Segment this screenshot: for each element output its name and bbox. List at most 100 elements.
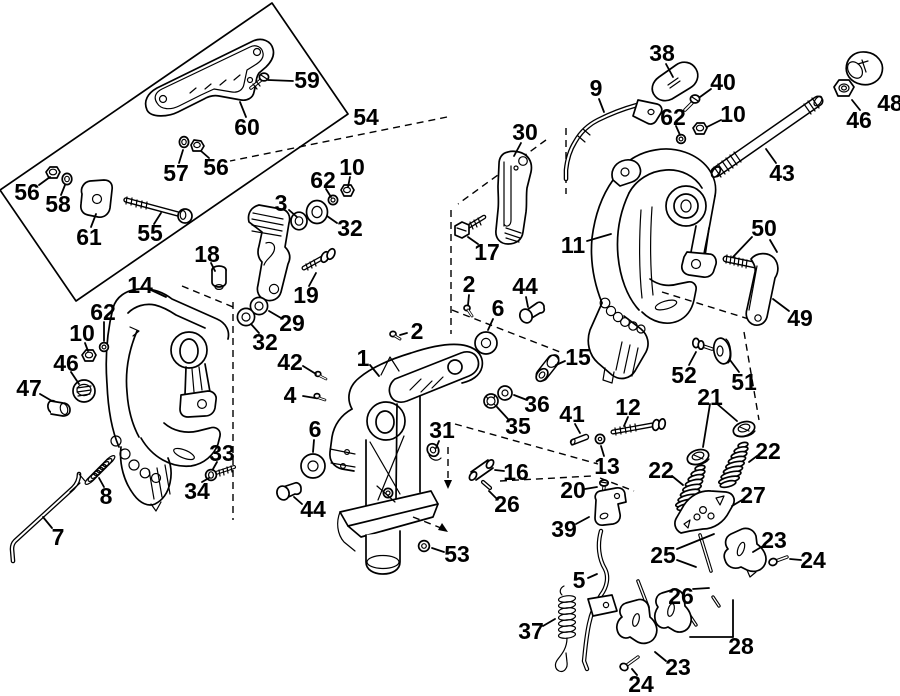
- callout-12: 12: [615, 394, 641, 420]
- leader-line-35: [496, 406, 509, 420]
- callout-25: 25: [650, 542, 676, 568]
- leader-line-9: [598, 98, 605, 113]
- callout-54: 54: [353, 104, 379, 130]
- callout-20: 20: [560, 477, 586, 503]
- leader-line-10: [347, 176, 351, 188]
- part-23-latch-upper: [723, 527, 767, 578]
- part-29-washer: [249, 296, 269, 316]
- leader-line-62: [675, 125, 681, 136]
- part-26-pins-right: [688, 595, 721, 627]
- part-56-nut-left: [45, 166, 61, 179]
- callout-59: 59: [294, 67, 320, 93]
- leader-line-5: [587, 573, 598, 579]
- callout-62: 62: [660, 104, 686, 130]
- callout-16: 16: [503, 459, 529, 485]
- leader-line-15: [555, 360, 566, 366]
- leader-line-37: [542, 618, 556, 627]
- callout-46: 46: [53, 350, 79, 376]
- callout-34: 34: [184, 478, 210, 504]
- leader-line-12: [623, 416, 629, 427]
- leader-line-2: [399, 332, 408, 336]
- leader-line-44: [525, 296, 529, 308]
- leader-line-25: [676, 559, 697, 568]
- part-35-nut: [483, 393, 499, 409]
- part-47-plug: [47, 399, 71, 417]
- part-48-cap: [845, 51, 884, 86]
- axis-arrowhead: [438, 523, 448, 532]
- part-41-pin: [569, 433, 590, 446]
- leader-line-16: [494, 469, 505, 472]
- leader-line-6: [312, 439, 315, 453]
- leader-line-52: [688, 351, 697, 366]
- leader-line-1: [369, 364, 380, 377]
- part-12-bolt: [610, 417, 667, 436]
- leader-line-2: [467, 294, 470, 306]
- part-22-boot-right: [717, 441, 749, 489]
- part-37-spring: [554, 585, 577, 673]
- leader-line-59: [267, 79, 294, 82]
- part-55-bolt: [123, 196, 193, 224]
- leader-line-19: [308, 272, 317, 287]
- part-26-pin-center: [480, 479, 493, 491]
- callout-23: 23: [665, 654, 691, 680]
- part-38-plate: [651, 61, 699, 102]
- leader-line-32: [326, 215, 338, 224]
- part-53-ring: [417, 539, 431, 553]
- callout-8: 8: [100, 483, 113, 509]
- leader-line-25: [676, 533, 715, 550]
- leader-line-21: [702, 403, 711, 448]
- leader-line-49: [772, 298, 790, 312]
- callout-22: 22: [648, 457, 674, 483]
- leader-line-18: [210, 262, 216, 272]
- leader-line-4: [302, 395, 316, 399]
- part-15-pin: [535, 354, 560, 383]
- part-50-clamp-screw: [722, 254, 759, 269]
- leader-line-62: [325, 188, 332, 198]
- callout-29: 29: [279, 310, 305, 336]
- part-18-knob: [211, 265, 227, 291]
- part-44-bushing-left: [276, 481, 302, 501]
- leader-line-50: [732, 236, 753, 258]
- leader-line-34: [201, 477, 210, 483]
- leader-line-3: [288, 209, 298, 218]
- leader-line-32: [250, 323, 260, 334]
- callout-38: 38: [649, 40, 675, 66]
- leader-line-46: [70, 371, 80, 385]
- part-61-plate: [79, 179, 114, 218]
- callout-10: 10: [69, 320, 95, 346]
- leader-line-8: [98, 477, 105, 488]
- part-52-screw: [691, 337, 714, 351]
- part-51-washer-disc: [712, 337, 732, 365]
- callout-58: 58: [45, 191, 71, 217]
- leader-line-22: [671, 475, 684, 486]
- callout-35: 35: [505, 413, 531, 439]
- leader-line-24: [631, 668, 638, 676]
- part-24-screw-lower: [619, 655, 640, 672]
- part-8-spring: [84, 455, 116, 485]
- part-40-screw: [683, 94, 701, 112]
- callout-6: 6: [492, 295, 505, 321]
- part-59-screw: [249, 72, 270, 90]
- part-21-cap-right: [732, 420, 756, 438]
- callout-49: 49: [787, 305, 813, 331]
- callout-62: 62: [310, 167, 336, 193]
- callout-2: 2: [463, 271, 476, 297]
- callout-11: 11: [561, 232, 586, 258]
- callout-62: 62: [90, 299, 116, 325]
- callout-33: 33: [209, 440, 235, 466]
- leader-line-38: [665, 63, 674, 78]
- callout-56: 56: [203, 154, 229, 180]
- part-17-bolt: [454, 214, 487, 239]
- part-49-clamp-handle: [745, 252, 779, 327]
- part-44-bushing-center: [518, 301, 546, 324]
- leader-line-24: [789, 558, 802, 561]
- leader-line-43: [765, 148, 777, 164]
- callout-56: 56: [14, 179, 40, 205]
- leader-line-20: [584, 486, 598, 490]
- callout-32: 32: [252, 329, 278, 355]
- part-56-nut-right: [190, 139, 205, 152]
- leader-line-26: [692, 587, 710, 590]
- callout-60: 60: [234, 114, 260, 140]
- callout-2: 2: [411, 318, 424, 344]
